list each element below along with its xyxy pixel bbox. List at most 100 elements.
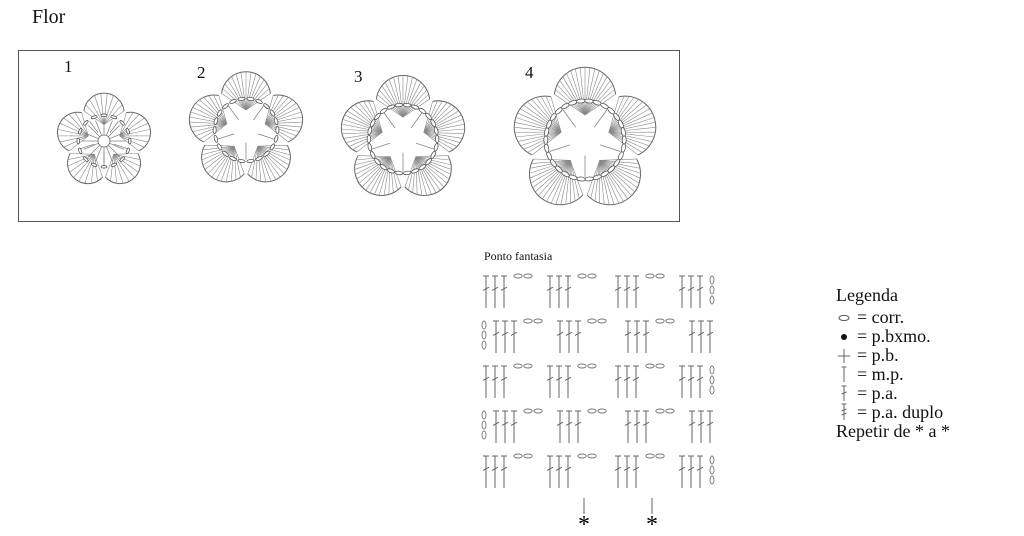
stitch-stroke <box>113 154 141 167</box>
chart-chain <box>655 453 665 459</box>
inner-spoke <box>549 144 571 152</box>
chart-stitch-bar <box>546 376 554 381</box>
stitch-stroke <box>388 79 404 118</box>
chart-stitch-bar <box>500 376 508 381</box>
flower-diagram-step-3 <box>340 75 466 196</box>
chart-stitch-bar <box>624 421 632 426</box>
inner-spoke <box>109 120 119 133</box>
inner-spoke <box>228 105 239 121</box>
ring-chain <box>213 117 219 126</box>
stitch-stroke <box>415 156 448 184</box>
petal-edge <box>188 94 219 143</box>
chart-stitch-bar <box>632 376 640 381</box>
stitch-stroke <box>584 73 604 116</box>
stitch-stroke <box>584 76 608 116</box>
page-title: Flor <box>32 6 66 28</box>
ring-chain <box>83 120 89 126</box>
stitch-stroke <box>204 145 235 170</box>
stitch-stroke <box>514 126 562 133</box>
ring-chain <box>119 120 125 126</box>
stitch-stroke <box>559 80 586 116</box>
chart-chain <box>645 453 655 459</box>
ring-chain <box>411 104 420 110</box>
stitch-stroke <box>550 160 571 204</box>
chart-chain <box>709 285 715 295</box>
chart-chain <box>709 475 715 485</box>
chart-stitch-bar <box>555 376 563 381</box>
stitch-stroke <box>599 160 638 188</box>
stitch-stroke <box>103 95 114 125</box>
stitch-stroke <box>584 67 591 115</box>
ring-chain <box>386 168 395 174</box>
stitch-stroke <box>423 110 459 133</box>
chart-stitch-bar <box>492 421 500 426</box>
stitch-stroke <box>235 73 247 111</box>
chart-stitch-bar <box>614 286 622 291</box>
stitch-stroke <box>245 83 268 111</box>
stitch-stroke <box>538 160 571 196</box>
stitch-stroke <box>599 159 641 179</box>
stitch-stroke <box>423 114 462 133</box>
chart-stitch-bar <box>623 376 631 381</box>
stitch-stroke <box>529 159 571 179</box>
stitch-stroke <box>397 75 404 118</box>
stitch-stroke <box>389 156 394 193</box>
stitch-stroke <box>566 73 586 116</box>
petal-edge <box>513 95 552 156</box>
stitch-stroke <box>393 77 404 118</box>
stitch-stroke <box>192 107 228 125</box>
ring-chain <box>83 156 89 162</box>
chart-chain <box>577 273 587 279</box>
stitch-stroke <box>341 128 383 133</box>
legend-item-chain: = corr. <box>836 307 950 327</box>
stitch-stroke <box>207 146 235 174</box>
ring-chain <box>394 102 404 108</box>
stitch-stroke <box>78 154 95 182</box>
chart-stitch-bar <box>697 421 705 426</box>
stitch-stroke <box>358 156 391 184</box>
stitch-stroke <box>257 146 267 182</box>
chart-stitch-bar <box>696 376 704 381</box>
stitch-stroke <box>517 131 562 142</box>
chart-stitch-bar <box>565 421 573 426</box>
chart-chain <box>523 318 533 324</box>
chart-chain <box>655 408 665 414</box>
stitch-stroke <box>423 131 458 147</box>
stitch-stroke <box>608 96 630 133</box>
ring-chain <box>213 134 219 143</box>
chart-chain <box>481 340 487 350</box>
chart-chain <box>481 330 487 340</box>
petal-edge <box>273 94 304 143</box>
chart-chain <box>709 455 715 465</box>
stitch-stroke <box>225 146 235 182</box>
stitch-stroke <box>257 145 288 170</box>
stitch-stroke <box>415 156 418 195</box>
stitch-stroke <box>517 112 562 133</box>
chart-stitch-bar <box>696 466 704 471</box>
ring-chain <box>246 159 255 164</box>
stitch-stroke <box>584 68 596 116</box>
stitch-stroke <box>233 146 241 178</box>
stitch-stroke <box>265 116 303 125</box>
chart-stitch-bar <box>574 331 582 336</box>
stitch-stroke <box>358 102 383 133</box>
chart-stitch-bar <box>491 466 499 471</box>
stitch-stroke <box>381 85 404 118</box>
ring-chain <box>273 117 279 126</box>
chart-chain <box>577 363 587 369</box>
ring-chain <box>367 142 373 152</box>
chart-stitch-bar <box>633 421 641 426</box>
chart-stitch-bar <box>697 331 705 336</box>
ring-chain <box>119 156 125 162</box>
chart-chain <box>513 453 523 459</box>
chart-stitch-bar <box>482 376 490 381</box>
stitch-stroke <box>94 95 105 125</box>
chart-chain <box>523 408 533 414</box>
stitch-stroke <box>70 153 95 155</box>
stitch-stroke <box>415 156 437 193</box>
stitch-stroke <box>94 154 98 182</box>
petal-edge <box>105 153 141 184</box>
chart-stitch-bar <box>688 421 696 426</box>
stitch-stroke <box>584 70 600 116</box>
repeat-marker: * <box>578 512 590 536</box>
